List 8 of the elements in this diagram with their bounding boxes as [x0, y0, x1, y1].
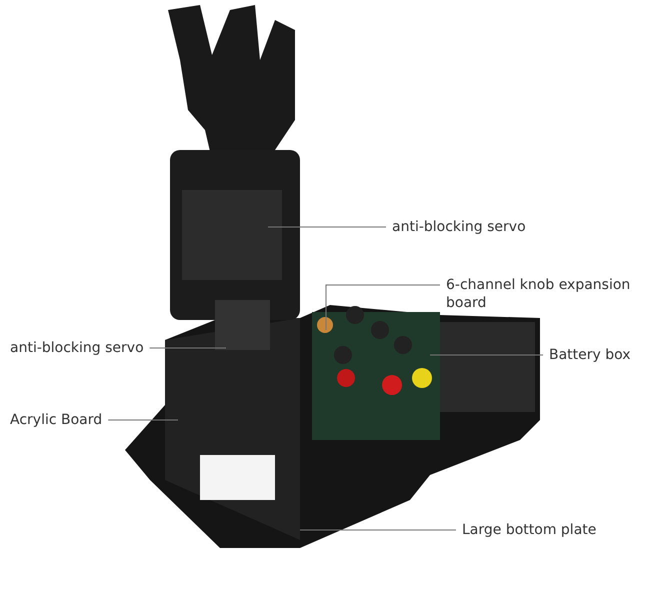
part-label: anti-blocking servo	[10, 339, 144, 357]
part-label: Acrylic Board	[10, 411, 102, 429]
leader-line	[430, 354, 544, 356]
part-label: Battery box	[549, 346, 631, 364]
leader-line	[268, 226, 386, 228]
leader-line	[326, 284, 440, 330]
part-label: Large bottom plate	[462, 521, 596, 539]
part-label: anti-blocking servo	[392, 218, 526, 236]
